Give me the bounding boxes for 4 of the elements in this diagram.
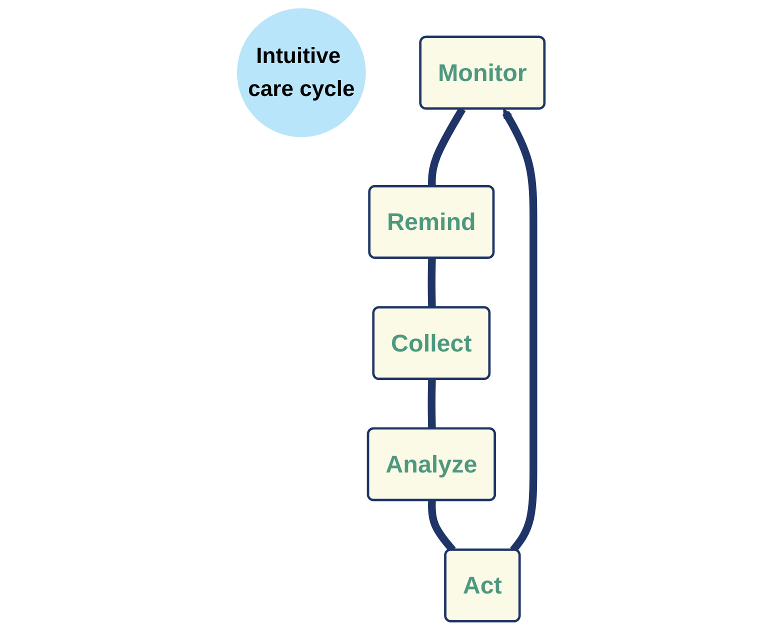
connector: [428, 379, 436, 430]
connector: [428, 258, 436, 308]
node-circle: Intuitive care cycle: [237, 8, 366, 138]
connector: [428, 107, 466, 187]
